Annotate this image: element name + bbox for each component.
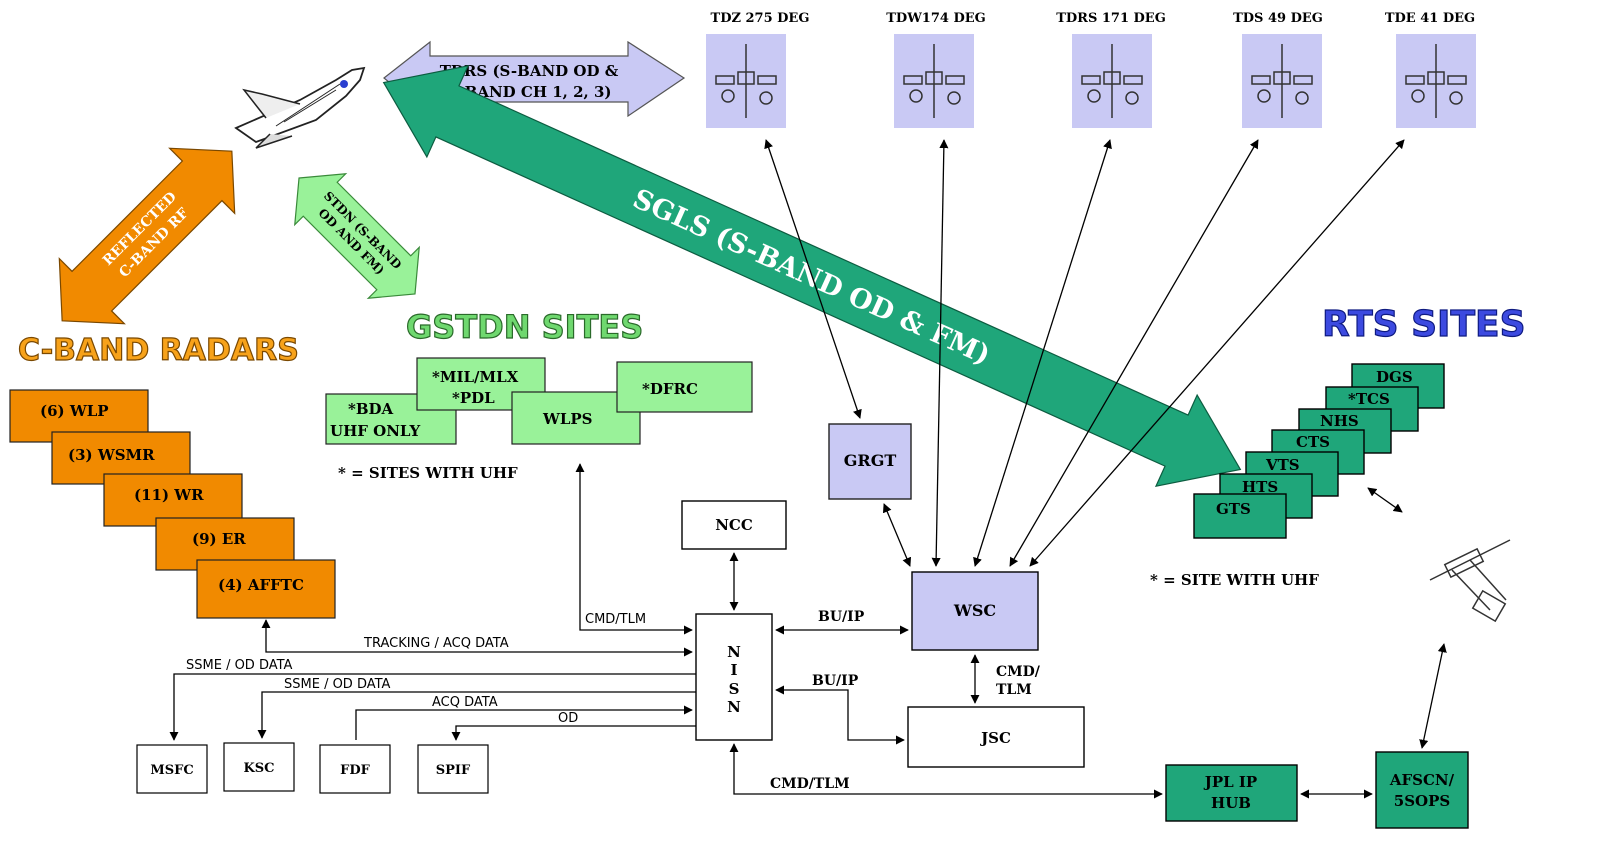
node-jsc[interactable]: JSC [907,706,1085,768]
svg-text:S: S [729,680,740,698]
svg-text:DGS: DGS [1376,368,1413,386]
svg-text:NHS: NHS [1320,412,1359,430]
node-ncc[interactable]: NCC [681,500,787,550]
svg-text:JPL IP: JPL IP [1203,773,1257,791]
link-label-wsc-jsc-1: CMD/ [996,664,1041,680]
tdrs-arrow-label-line1: TDRS (S-BAND OD & [440,62,619,80]
link-label-acq: ACQ DATA [432,695,498,710]
svg-text:SPIF: SPIF [436,763,471,778]
reflected-cband-arrow: REFLECTED C-BAND RF [58,147,236,325]
tdrs-label: TDZ 275 DEG [711,11,810,26]
satellite-icon [715,44,777,118]
cband-box-afftc[interactable]: (4) AFFTC [196,559,336,619]
gstdn-sites-title: GSTDN SITES [406,308,643,346]
svg-text:GTS: GTS [1216,500,1251,518]
svg-text:AFSCN/: AFSCN/ [1389,771,1455,789]
svg-text:VTS: VTS [1265,456,1300,474]
node-ksc[interactable]: KSC [223,742,295,792]
connector-labels: CMD/TLM TRACKING / ACQ DATA SSME / OD DA… [186,609,1041,792]
svg-text:(4) AFFTC: (4) AFFTC [218,576,304,594]
svg-text:MSFC: MSFC [150,763,193,778]
tdrs-satellite-tdrs: TDRS 171 DEG [1056,11,1166,128]
svg-text:(9) ER: (9) ER [192,530,246,548]
cband-box-wr[interactable]: (11) WR [103,473,243,527]
satellite-icon [1251,44,1313,118]
svg-text:(11) WR: (11) WR [134,486,204,504]
svg-text:HUB: HUB [1211,794,1251,812]
link-label-cmd-tlm-gstdn: CMD/TLM [585,612,646,627]
rts-box-gts[interactable]: GTS [1193,493,1287,539]
svg-text:*MIL/MLX: *MIL/MLX [432,368,519,386]
svg-text:*PDL: *PDL [452,389,495,407]
rts-satellite-icon [1429,539,1511,623]
tdrs-label: TDE 41 DEG [1385,11,1475,26]
link-label-ssme-1: SSME / OD DATA [186,658,293,673]
stdn-link-arrow: STDN (S-BAND OD AND FM) [294,173,420,299]
node-wsc[interactable]: WSC [911,571,1039,651]
svg-text:*BDA: *BDA [348,400,394,418]
satellite-icon [1081,44,1143,118]
svg-text:FDF: FDF [340,763,371,778]
rts-sites-title: RTS SITES [1322,304,1526,345]
gstdn-uhf-note: * = SITES WITH UHF [338,464,518,482]
space-shuttle-icon [234,66,366,149]
svg-text:*TCS: *TCS [1348,390,1390,408]
svg-text:WLPS: WLPS [542,410,593,428]
svg-text:*DFRC: *DFRC [642,380,698,398]
svg-text:GRGT: GRGT [844,451,897,470]
gstdn-site-boxes: *BDA UHF ONLY *MIL/MLX *PDL WLPS *DFRC *… [325,357,753,482]
tdrs-satellite-tdz: TDZ 275 DEG [706,11,809,128]
link-label-cmd-tlm-jpl: CMD/TLM [770,776,850,792]
node-afscn[interactable]: AFSCN/ 5SOPS [1375,751,1469,829]
tdrs-label: TDW174 DEG [886,11,986,26]
tdrs-satellite-tds: TDS 49 DEG [1233,11,1323,128]
rts-uhf-note: * = SITE WITH UHF [1150,571,1319,589]
link-label-od: OD [558,711,578,726]
node-fdf[interactable]: FDF [319,744,391,794]
link-label-wsc-jsc-2: TLM [996,682,1032,698]
link-label-bu-ip-1: BU/IP [818,609,865,625]
svg-text:UHF ONLY: UHF ONLY [330,422,420,440]
svg-text:CTS: CTS [1296,433,1330,451]
tdrs-arrow-label-line2: K-BAND CH 1, 2, 3) [446,83,611,101]
tdrs-label: TDS 49 DEG [1233,11,1323,26]
link-label-ssme-2: SSME / OD DATA [284,677,391,692]
node-jpl-ip-hub[interactable]: JPL IP HUB [1165,764,1298,822]
node-msfc[interactable]: MSFC [136,744,208,794]
cband-radar-stack: (6) WLP (3) WSMR (11) WR (9) ER (4) AFFT… [9,389,336,619]
svg-text:N: N [727,698,741,716]
tdrs-label: TDRS 171 DEG [1056,11,1166,26]
satellite-icon [903,44,965,118]
satellite-icon [1405,44,1467,118]
svg-text:HTS: HTS [1242,478,1278,496]
connector-lines [169,139,1447,799]
node-nisn[interactable]: N I S N [695,613,773,741]
tdrs-satellite-group: TDZ 275 DEG TDW174 DEG TDRS 171 DEG [706,11,1476,128]
node-grgt[interactable]: GRGT [828,423,912,500]
svg-text:I: I [730,661,737,679]
gstdn-box-dfrc[interactable]: *DFRC [616,361,753,413]
svg-text:JSC: JSC [979,729,1011,747]
svg-text:5SOPS: 5SOPS [1394,792,1450,810]
svg-text:WSC: WSC [953,601,996,620]
svg-text:(3) WSMR: (3) WSMR [68,446,155,464]
node-spif[interactable]: SPIF [417,744,489,794]
cband-radars-title: C-BAND RADARS [18,333,299,368]
svg-text:N: N [727,643,741,661]
link-label-tracking: TRACKING / ACQ DATA [363,636,509,651]
tdrs-satellite-tde: TDE 41 DEG [1385,11,1476,128]
svg-text:(6) WLP: (6) WLP [40,402,109,420]
svg-text:KSC: KSC [243,761,274,776]
link-label-bu-ip-2: BU/IP [812,673,859,689]
tdrs-satellite-tdw: TDW174 DEG [886,11,986,128]
svg-text:NCC: NCC [715,516,753,534]
